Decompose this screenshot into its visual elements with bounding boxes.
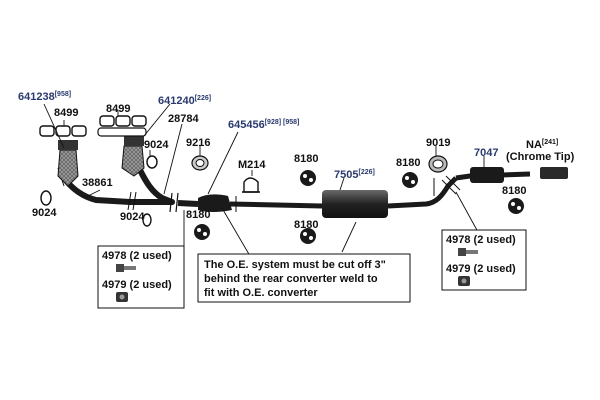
manifold-gasket-8499-right [97, 115, 147, 137]
label-641240: 641240[226] [158, 95, 211, 107]
label-38861: 38861 [82, 177, 113, 189]
label-7047: 7047 [474, 147, 498, 159]
gasket-ring-9024-left [40, 190, 52, 206]
tail-resonator [470, 167, 504, 183]
catalytic-converter-641238 [57, 140, 79, 187]
label-9024-lower: 9024 [120, 211, 145, 223]
clamp-m214 [242, 177, 260, 193]
hanger-8180-3 [300, 228, 316, 244]
manifold-gasket-8499-left [39, 125, 87, 137]
gasket-9216 [191, 155, 209, 171]
label-9024-upper: 9024 [144, 139, 169, 151]
nut-icon [458, 276, 470, 286]
exhaust-pipe-assembly [61, 167, 568, 218]
hanger-8180-5 [508, 198, 524, 214]
hardware-box-left: 4978 (2 used) 4979 (2 used) [97, 245, 185, 309]
label-641238: 641238[958] [18, 91, 71, 103]
left-box-line2: 4979 (2 used) [102, 279, 172, 291]
label-8499-right: 8499 [106, 103, 130, 115]
chrome-tip [540, 167, 568, 179]
leader-lines [43, 103, 485, 257]
label-8180-5: 8180 [502, 185, 526, 197]
gasket-ring-9024-upper [146, 155, 158, 169]
label-9216: 9216 [186, 137, 210, 149]
hanger-8180-4 [402, 172, 418, 188]
note-line2: behind the rear converter weld to [204, 273, 378, 285]
label-28784: 28784 [168, 113, 199, 125]
nut-icon [116, 292, 128, 302]
label-8180-2: 8180 [294, 153, 318, 165]
part-labels: 641238[958] 8499 8499 641240[226] 28784 … [18, 91, 575, 231]
hanger-8180-2 [300, 170, 316, 186]
label-na: NA[241] [526, 139, 558, 151]
left-box-line1: 4978 (2 used) [102, 250, 172, 262]
label-m214: M214 [238, 159, 266, 171]
hardware-box-right: 4978 (2 used) 4979 (2 used) [441, 229, 527, 291]
label-7505: 7505[226] [334, 169, 375, 181]
right-box-line2: 4979 (2 used) [446, 263, 516, 275]
note-line3: fit with O.E. converter [204, 287, 318, 299]
hanger-8180-1 [194, 224, 210, 240]
muffler [322, 190, 388, 218]
label-chrome-tip: (Chrome Tip) [506, 151, 575, 163]
label-9019: 9019 [426, 137, 450, 149]
gasket-9019 [428, 155, 448, 173]
label-645456: 645456[928] [958] [228, 119, 299, 131]
gasket-ring-9024-lower [142, 213, 152, 227]
catalytic-converter-641240 [121, 136, 145, 177]
label-8499-left: 8499 [54, 107, 78, 119]
installation-note: The O.E. system must be cut off 3" behin… [197, 253, 411, 303]
bolt-icon [116, 264, 136, 272]
bolt-icon [458, 248, 478, 256]
note-line1: The O.E. system must be cut off 3" [204, 259, 386, 271]
label-8180-3: 8180 [294, 219, 318, 231]
label-8180-4: 8180 [396, 157, 420, 169]
right-box-line1: 4978 (2 used) [446, 234, 516, 246]
resonator [198, 194, 232, 212]
label-9024-left: 9024 [32, 207, 57, 219]
label-8180-1: 8180 [186, 209, 210, 221]
